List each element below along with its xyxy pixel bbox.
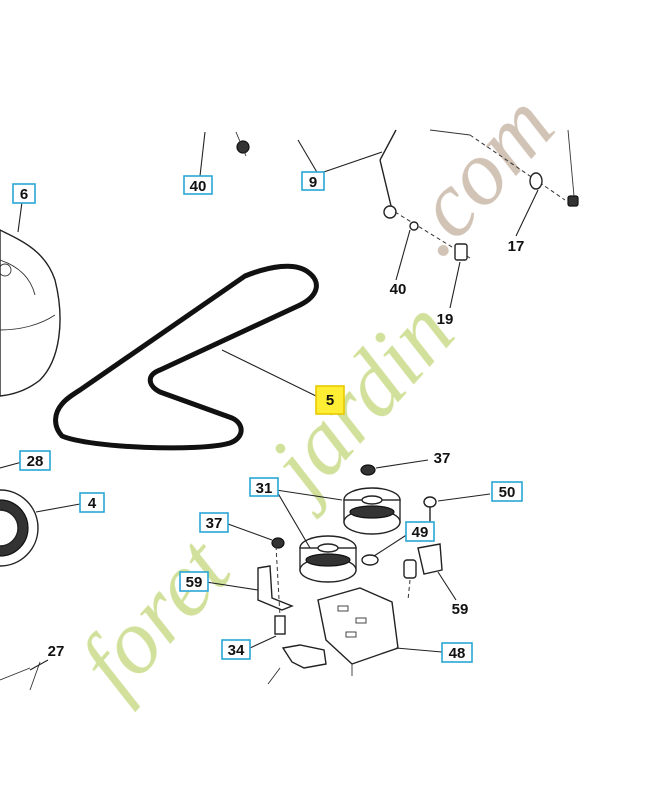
callout-label: 37 (206, 515, 223, 532)
callout-5[interactable]: 5 (315, 385, 345, 415)
callout-9[interactable]: 9 (301, 171, 325, 191)
callout-37b[interactable]: 37 (199, 512, 229, 533)
callout-31[interactable]: 31 (249, 477, 279, 497)
leader-lines (0, 131, 539, 671)
drive-belt (53, 263, 319, 451)
callout-6[interactable]: 6 (12, 183, 36, 204)
callout-label: 9 (309, 174, 317, 191)
idler-assembly (257, 464, 443, 685)
callout-label: 5 (326, 392, 334, 409)
callout-label: 40 (190, 178, 207, 195)
callout-label: 34 (228, 642, 245, 659)
callout-40a[interactable]: 40 (183, 175, 213, 195)
callout-label: 49 (412, 524, 429, 541)
callout-label: 59 (452, 601, 469, 618)
callout-27: 27 (48, 643, 65, 660)
callout-label: 17 (508, 238, 525, 255)
callout-40b: 40 (390, 281, 407, 298)
callout-label: 28 (27, 453, 44, 470)
watermark-text-3: .com (379, 74, 573, 273)
callout-4[interactable]: 4 (79, 492, 105, 513)
callout-label: 37 (434, 450, 451, 467)
callout-label: 40 (390, 281, 407, 298)
callout-49[interactable]: 49 (405, 521, 435, 542)
callout-17: 17 (508, 238, 525, 255)
callout-label: 6 (20, 186, 28, 203)
callout-label: 48 (449, 645, 466, 662)
callout-label: 27 (48, 643, 65, 660)
callout-label: 31 (256, 480, 273, 497)
callout-37a: 37 (434, 450, 451, 467)
callout-19: 19 (437, 311, 454, 328)
callout-label: 50 (499, 484, 516, 501)
callout-50[interactable]: 50 (491, 481, 523, 502)
watermark-text-1: foret (59, 517, 250, 714)
callout-28[interactable]: 28 (19, 450, 51, 471)
callout-label: 59 (186, 574, 203, 591)
top-linkage (235, 129, 579, 261)
callout-48[interactable]: 48 (441, 642, 473, 663)
deck-pulley (0, 489, 39, 567)
callout-label: 4 (88, 495, 97, 512)
callout-34[interactable]: 34 (221, 639, 251, 660)
callout-label: 19 (437, 311, 454, 328)
deck-housing (0, 229, 61, 397)
callout-59a[interactable]: 59 (179, 571, 209, 592)
callout-59b: 59 (452, 601, 469, 618)
